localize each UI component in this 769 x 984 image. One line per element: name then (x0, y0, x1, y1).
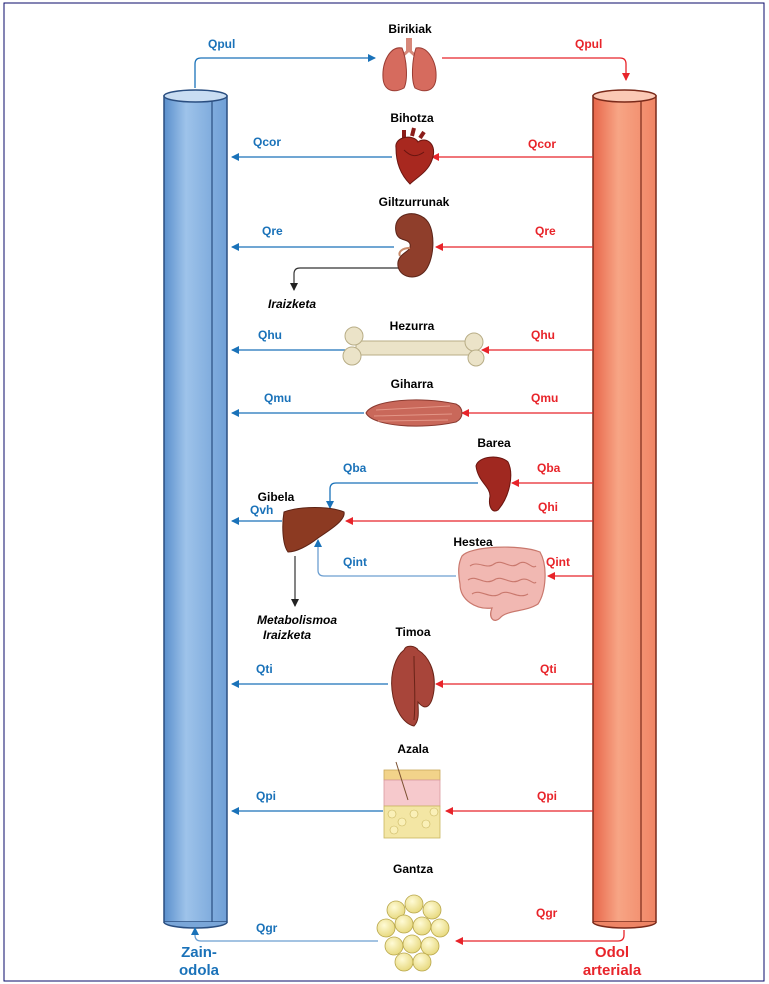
artery-title-line1: Odol (583, 944, 641, 962)
artery-title-line2: arteriala (583, 962, 641, 980)
flow-cor-in: Qcor (528, 137, 556, 151)
flow-pul-in: Qpul (208, 37, 235, 51)
muscle-label: Giharra (391, 377, 434, 391)
int-out-arrow (318, 540, 456, 576)
flow-pi-in: Qpi (537, 789, 557, 803)
flow-ti-out: Qti (256, 662, 273, 676)
artery-title: Odol arteriala (583, 944, 641, 980)
flow-re-out: Qre (262, 224, 283, 238)
flow-cor-out: Qcor (253, 135, 281, 149)
vein-title-line2: odola (179, 962, 219, 980)
excretion-arrow (294, 268, 412, 290)
gut-label: Hestea (453, 535, 492, 549)
flow-mu-out: Qmu (264, 391, 291, 405)
flow-gr-in: Qgr (536, 906, 557, 920)
pul-in-arrow (195, 58, 375, 88)
flow-pi-out: Qpi (256, 789, 276, 803)
lungs-label: Birikiak (388, 22, 431, 36)
spleen-label: Barea (477, 436, 510, 450)
kidneys-label: Giltzurrunak (379, 195, 450, 209)
flow-hu-out: Qhu (258, 328, 282, 342)
vein-title: Zain- odola (179, 944, 219, 980)
thymus-label: Timoa (395, 625, 430, 639)
flow-re-in: Qre (535, 224, 556, 238)
flow-vh: Qvh (250, 503, 273, 517)
flow-gr-out: Qgr (256, 921, 277, 935)
flow-ti-in: Qti (540, 662, 557, 676)
liver-icon (283, 508, 344, 553)
skin-icon (384, 762, 440, 838)
artery-tube (593, 90, 656, 928)
pul-out-arrow (442, 58, 626, 80)
heart-icon (396, 128, 434, 184)
fat-icon (377, 895, 449, 971)
skin-label: Azala (397, 742, 428, 756)
vein-tube (164, 90, 227, 928)
lungs-icon (383, 38, 436, 91)
thymus-icon (392, 646, 435, 726)
flow-hu-in: Qhu (531, 328, 555, 342)
kidney-icon (396, 214, 433, 277)
bone-label: Hezurra (390, 319, 435, 333)
flow-mu-in: Qmu (531, 391, 558, 405)
flow-pul-out: Qpul (575, 37, 602, 51)
excretion-note-2: Iraizketa (263, 628, 311, 642)
flow-ba-in: Qba (537, 461, 560, 475)
metabolism-note: Metabolismoa (257, 613, 337, 627)
excretion-note: Iraizketa (268, 297, 316, 311)
flow-ba-out: Qba (343, 461, 366, 475)
liver-label: Gibela (258, 490, 295, 504)
gr-in-arrow (456, 930, 624, 941)
ba-out-arrow (330, 483, 478, 508)
flow-hi: Qhi (538, 500, 558, 514)
spleen-icon (476, 457, 511, 511)
flow-int-in: Qint (546, 555, 570, 569)
intestine-icon (459, 547, 545, 620)
muscle-icon (366, 400, 462, 426)
fat-label: Gantza (393, 862, 433, 876)
heart-label: Bihotza (390, 111, 433, 125)
flow-int-out: Qint (343, 555, 367, 569)
vein-title-line1: Zain- (179, 944, 219, 962)
gr-out-arrow (195, 928, 378, 941)
